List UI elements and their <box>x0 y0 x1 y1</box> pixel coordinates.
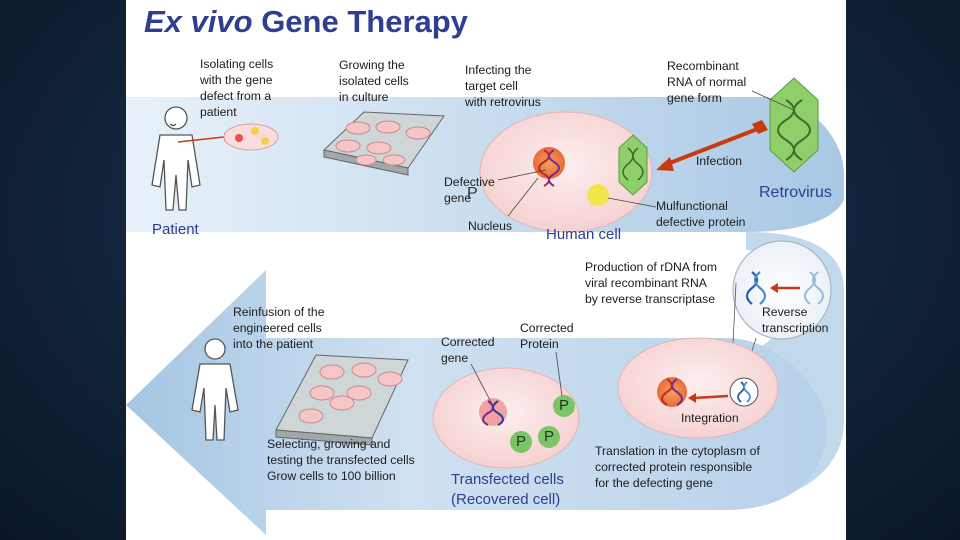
virus-in-cell <box>618 134 648 196</box>
protein-symbol-2: P <box>544 428 555 445</box>
isolated-cells <box>223 123 279 151</box>
label-mulfunctional: Mulfunctional defective protein <box>656 199 746 229</box>
title-italic: Ex vivo <box>144 4 253 39</box>
page-title: Ex vivo Gene Therapy <box>144 4 468 40</box>
label-defective-gene: Defective gene <box>444 175 495 205</box>
title-rest: Gene Therapy <box>261 4 468 39</box>
label-patient: Patient <box>152 221 199 238</box>
culture-plate-bottom <box>275 354 409 446</box>
label-corrected-gene: Corrected gene <box>441 335 495 365</box>
step-infecting: Infecting the target cell with retroviru… <box>465 63 541 109</box>
patient-figure <box>151 106 201 211</box>
label-retrovirus: Retrovirus <box>759 184 832 201</box>
label-transfected-cells: Transfected cells (Recovered cell) <box>451 471 564 508</box>
protein-symbol-defective: P <box>467 185 478 202</box>
step-reinfusion: Reinfusion of the engineered cells into … <box>233 305 325 351</box>
label-integration: Integration <box>681 411 739 425</box>
step-production: Production of rDNA from viral recombinan… <box>585 260 718 306</box>
step-selecting: Selecting, growing and testing the trans… <box>267 437 415 483</box>
infection-arrow <box>661 126 761 168</box>
transfected-cell <box>432 367 580 469</box>
step-recombinant: Recombinant RNA of normal gene form <box>667 59 747 105</box>
label-infection: Infection <box>696 154 743 168</box>
patient-figure-bottom <box>191 338 239 441</box>
label-corrected-protein: Corrected Protein <box>520 321 574 351</box>
protein-symbol-3: P <box>516 433 527 450</box>
label-human-cell: Human cell <box>546 226 622 243</box>
reverse-transcription-circle <box>732 240 832 340</box>
step-growing: Growing the isolated cells in culture <box>339 58 409 104</box>
integration-cell <box>617 337 779 439</box>
isolate-arrow <box>177 136 225 143</box>
step-isolating: Isolating cells with the gene defect fro… <box>200 57 274 119</box>
step-translation: Translation in the cytoplasm of correcte… <box>595 444 760 490</box>
protein-symbol-1: P <box>559 397 570 414</box>
diagram-canvas <box>126 77 844 535</box>
label-nucleus: Nucleus <box>468 219 513 233</box>
label-reverse-transcription: Reverse transcription <box>762 305 829 335</box>
culture-plate-top <box>322 111 445 176</box>
slide: Ex vivo Gene Therapy Isolating cells wit… <box>126 0 846 540</box>
